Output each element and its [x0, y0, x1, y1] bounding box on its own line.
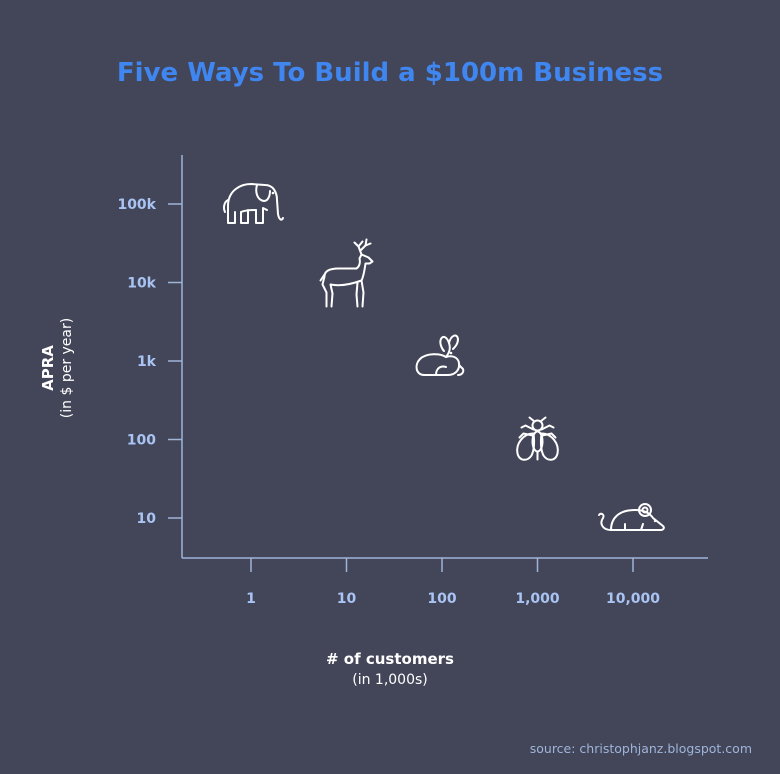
y-axis-subtitle: (in $ per year): [59, 317, 75, 419]
x-axis-label: # of customers (in 1,000s): [0, 650, 780, 688]
y-tick-label: 10k: [127, 276, 156, 292]
y-tick-label: 10: [137, 511, 157, 527]
data-points: [223, 183, 665, 531]
x-tick-label: 1,000: [515, 591, 560, 607]
x-ticks: 1 10 100 1,000 10,000: [246, 558, 660, 607]
y-axis-title: APRA: [39, 345, 57, 391]
mouse-icon: [598, 503, 665, 531]
axes: [181, 155, 708, 559]
deer-icon: [319, 238, 374, 308]
y-tick-label: 100k: [117, 197, 156, 213]
x-tick-label: 100: [427, 591, 456, 607]
y-tick-label: 1k: [137, 354, 157, 370]
x-tick-label: 10: [337, 591, 357, 607]
y-tick-label: 100: [127, 433, 156, 449]
x-axis-subtitle: (in 1,000s): [352, 672, 428, 688]
source-credit: source: christophjanz.blogspot.com: [529, 741, 752, 756]
chart-title: Five Ways To Build a $100m Business: [116, 58, 664, 88]
elephant-icon: [223, 183, 284, 224]
rabbit-icon: [415, 334, 465, 376]
x-tick-label: 10,000: [606, 591, 660, 607]
y-ticks: 10 100 1k 10k 100k: [117, 197, 182, 527]
x-tick-label: 1: [246, 591, 256, 607]
y-axis-label: APRA (in $ per year): [39, 318, 75, 418]
x-axis-title: # of customers: [326, 650, 454, 668]
fly-icon: [516, 416, 559, 461]
